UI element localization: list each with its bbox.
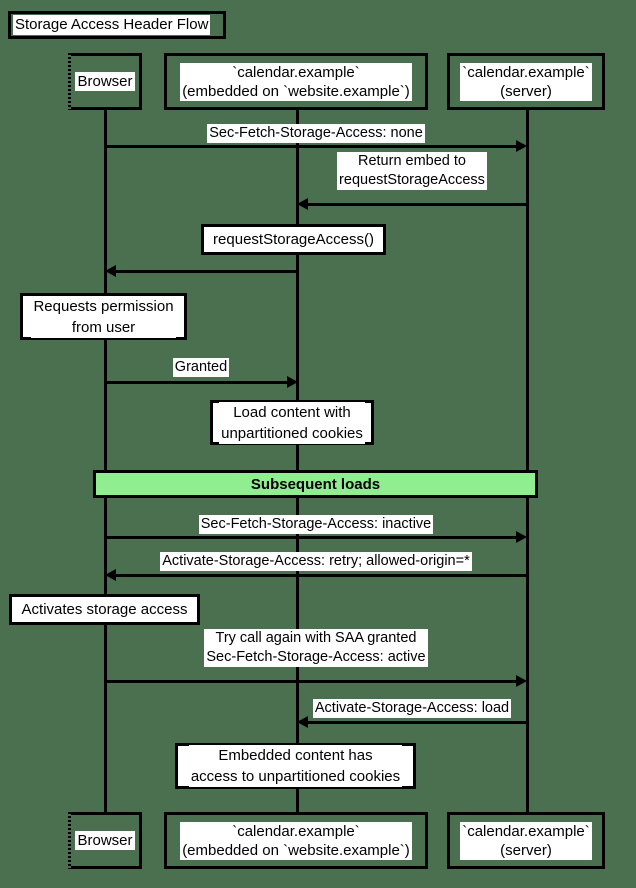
note-requests-permission: Requests permission from user <box>20 293 187 340</box>
message-line-9 <box>306 721 527 724</box>
diagram-title-box: Storage Access Header Flow <box>8 11 226 39</box>
diagram-title: Storage Access Header Flow <box>13 15 211 35</box>
lifeline-embed <box>296 110 299 818</box>
message-line-1 <box>105 145 517 148</box>
participant-browser-bottom[interactable]: Browser <box>68 812 142 869</box>
participant-embed-label-bottom: `calendar.example` (embedded on `website… <box>180 821 412 860</box>
message-label-4-wrap: Granted <box>105 358 297 377</box>
message-line-6 <box>105 536 517 539</box>
message-arrowhead-8 <box>516 675 527 687</box>
message-label-7: Activate-Storage-Access: retry; allowed-… <box>160 552 472 571</box>
message-arrowhead-2 <box>297 198 308 210</box>
message-label-3: requestStorageAccess() <box>211 229 376 250</box>
message-arrowhead-4 <box>287 376 298 388</box>
participant-server-label-bottom: `calendar.example` (server) <box>460 821 592 860</box>
lifeline-browser <box>104 110 107 818</box>
message-label-5: Load content with unpartitioned cookies <box>219 401 365 444</box>
message-label-7-wrap: Activate-Storage-Access: retry; allowed-… <box>105 552 527 571</box>
participant-server-bottom[interactable]: `calendar.example` (server) <box>447 812 605 869</box>
message-label-8-wrap: Try call again with SAA granted Sec-Fetc… <box>105 629 527 667</box>
message-arrowhead-6 <box>516 531 527 543</box>
participant-browser-top[interactable]: Browser <box>68 53 142 110</box>
participant-browser-label-bottom: Browser <box>75 831 135 850</box>
message-label-2: Return embed to requestStorageAccess <box>337 152 487 190</box>
message-label-6-wrap: Sec-Fetch-Storage-Access: inactive <box>105 515 527 534</box>
message-arrowhead-3 <box>105 265 116 277</box>
message-label-1: Sec-Fetch-Storage-Access: none <box>207 124 425 143</box>
participant-server-label-top: `calendar.example` (server) <box>460 62 592 101</box>
message-line-2 <box>306 203 527 206</box>
message-label-9-wrap: Activate-Storage-Access: load <box>297 699 527 718</box>
message-label-4: Granted <box>172 358 230 377</box>
participant-server-top[interactable]: `calendar.example` (server) <box>447 53 605 110</box>
note-activates-storage-access-label: Activates storage access <box>19 599 190 620</box>
participant-embed-label-top: `calendar.example` (embedded on `website… <box>180 62 412 101</box>
message-arrowhead-7 <box>105 569 116 581</box>
participant-browser-label-top: Browser <box>75 72 135 91</box>
note-activates-storage-access: Activates storage access <box>9 594 200 625</box>
message-label-1-wrap: Sec-Fetch-Storage-Access: none <box>105 124 527 143</box>
message-arrowhead-1 <box>516 140 527 152</box>
message-label-3-box: requestStorageAccess() <box>201 224 386 255</box>
note-embedded-content-access-label: Embedded content has access to unpartiti… <box>188 745 403 787</box>
message-label-9: Activate-Storage-Access: load <box>312 699 512 718</box>
lifeline-server <box>526 110 529 818</box>
message-line-7 <box>114 574 527 577</box>
message-arrowhead-9 <box>297 716 308 728</box>
message-label-8: Try call again with SAA granted Sec-Fetc… <box>204 629 428 667</box>
message-line-4 <box>105 381 288 384</box>
message-line-8 <box>105 680 517 683</box>
message-label-5-box: Load content with unpartitioned cookies <box>210 400 374 445</box>
message-line-3 <box>114 270 298 273</box>
message-label-2-wrap: Return embed to requestStorageAccess <box>297 152 527 190</box>
note-requests-permission-label: Requests permission from user <box>31 295 176 338</box>
message-label-6: Sec-Fetch-Storage-Access: inactive <box>198 515 434 534</box>
section-bar-subsequent-loads: Subsequent loads <box>93 470 538 498</box>
participant-embed-top[interactable]: `calendar.example` (embedded on `website… <box>164 53 428 110</box>
section-bar-label: Subsequent loads <box>250 475 381 493</box>
participant-embed-bottom[interactable]: `calendar.example` (embedded on `website… <box>164 812 428 869</box>
note-embedded-content-access: Embedded content has access to unpartiti… <box>175 743 416 789</box>
